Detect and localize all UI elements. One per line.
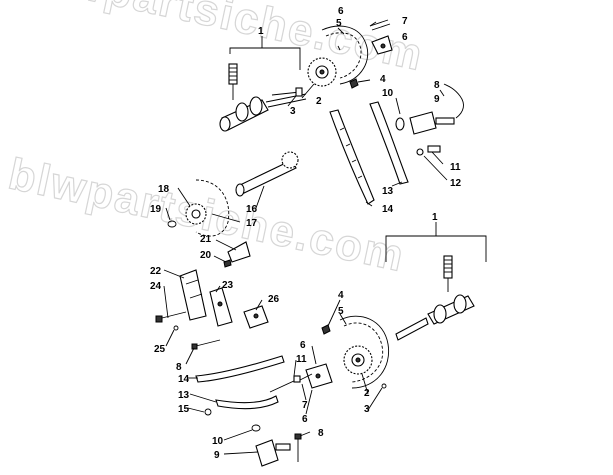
tensioner-arm-left-23 xyxy=(209,287,233,327)
bolt-bottom-4 xyxy=(321,324,331,335)
callout-top-1: 1 xyxy=(258,26,264,37)
callout-top-6b: 6 xyxy=(402,32,408,43)
callout-top-3: 3 xyxy=(290,106,296,117)
callout-mid-16: 16 xyxy=(246,204,258,215)
callout-mid-21: 21 xyxy=(200,234,212,245)
callout-bot-4: 4 xyxy=(338,290,344,301)
tensioner-top xyxy=(369,19,393,55)
callout-top-6a: 6 xyxy=(338,6,344,17)
callout-top-13: 13 xyxy=(382,186,394,197)
callout-bot-8a: 8 xyxy=(176,362,182,373)
callout-mid-17: 17 xyxy=(246,218,258,229)
guide-left-22 xyxy=(179,269,207,321)
watermark-top: blwpartsiche.com xyxy=(23,0,428,80)
callout-top-12: 12 xyxy=(450,178,462,189)
callout-top-10: 10 xyxy=(382,88,394,99)
callout-bot-7: 7 xyxy=(302,400,308,411)
callout-mid-19: 19 xyxy=(150,204,162,215)
callout-top-7: 7 xyxy=(402,16,408,27)
callout-bot-15: 15 xyxy=(178,404,190,415)
tensioner-guide-bottom xyxy=(215,395,279,410)
callout-bot-8b: 8 xyxy=(318,428,324,439)
timing-chain-top xyxy=(321,25,369,85)
callout-mid-20: 20 xyxy=(200,250,212,261)
callout-top-14: 14 xyxy=(382,204,394,215)
sprocket-top xyxy=(307,57,337,87)
callout-bot-6a: 6 xyxy=(300,340,306,351)
bolt-top-11 xyxy=(416,145,441,156)
callout-top-2: 2 xyxy=(316,96,322,107)
bolt-top-4 xyxy=(349,78,359,89)
tensioner-bottom xyxy=(299,363,333,389)
callout-left-23: 23 xyxy=(222,280,234,291)
callout-left-25: 25 xyxy=(154,344,166,355)
callout-bot-11: 11 xyxy=(296,354,307,365)
callout-top-5: 5 xyxy=(336,18,342,29)
washer-bottom-15 xyxy=(204,408,212,416)
callout-bot-13: 13 xyxy=(178,390,190,401)
callout-left-24: 24 xyxy=(150,281,162,292)
callout-bot-1: 1 xyxy=(432,212,438,223)
chain-guide-bottom xyxy=(195,355,285,383)
bolt-left-24 xyxy=(155,311,187,331)
leader-lines xyxy=(163,21,448,455)
callout-bot-6b: 6 xyxy=(302,414,308,425)
chain-guide-top xyxy=(329,109,375,205)
valve-spring-bottom xyxy=(443,255,453,292)
watermark-bottom: blwpartsiche.com xyxy=(4,149,409,281)
sprocket-mid xyxy=(185,203,207,225)
callout-bot-3: 3 xyxy=(364,404,370,415)
bracket-bottom-1 xyxy=(385,222,487,262)
callout-bot-10: 10 xyxy=(212,436,224,447)
callout-bot-9: 9 xyxy=(214,450,220,461)
callout-top-9: 9 xyxy=(434,94,440,105)
bolt-left-8 xyxy=(191,339,221,350)
bracket-mid-21 xyxy=(223,241,251,268)
timing-chain-mid xyxy=(195,179,230,237)
bolt-bottom-11 xyxy=(269,375,301,393)
valve-spring-top xyxy=(228,63,238,100)
tensioner-assy-top xyxy=(395,83,464,135)
bolt-bottom-8 xyxy=(294,433,302,462)
callout-bot-5: 5 xyxy=(338,306,344,317)
callout-left-26: 26 xyxy=(268,294,280,305)
callout-labels: 1 2 3 4 5 6 6 7 8 9 10 11 12 13 14 16 17… xyxy=(150,6,462,461)
bolt-bottom-3 xyxy=(381,383,387,389)
tensioner-assy-bottom xyxy=(251,424,291,467)
camshaft-bottom xyxy=(395,294,475,341)
timing-chain-bottom xyxy=(339,315,390,389)
callout-bot-14: 14 xyxy=(178,374,190,385)
callout-mid-18: 18 xyxy=(158,184,170,195)
callout-top-11: 11 xyxy=(450,162,461,173)
tensioner-guide-top xyxy=(369,101,409,185)
callout-top-4: 4 xyxy=(380,74,386,85)
bracket-top-1 xyxy=(229,36,301,70)
clip-mid-19 xyxy=(167,220,177,228)
sprocket-bottom xyxy=(343,345,373,375)
callout-left-22: 22 xyxy=(150,266,162,277)
balance-shaft-mid xyxy=(235,151,299,197)
callout-bot-2: 2 xyxy=(364,388,370,399)
callout-top-8: 8 xyxy=(434,80,440,91)
lifter-left-26 xyxy=(243,305,269,329)
bolt-top-3 xyxy=(271,87,303,97)
